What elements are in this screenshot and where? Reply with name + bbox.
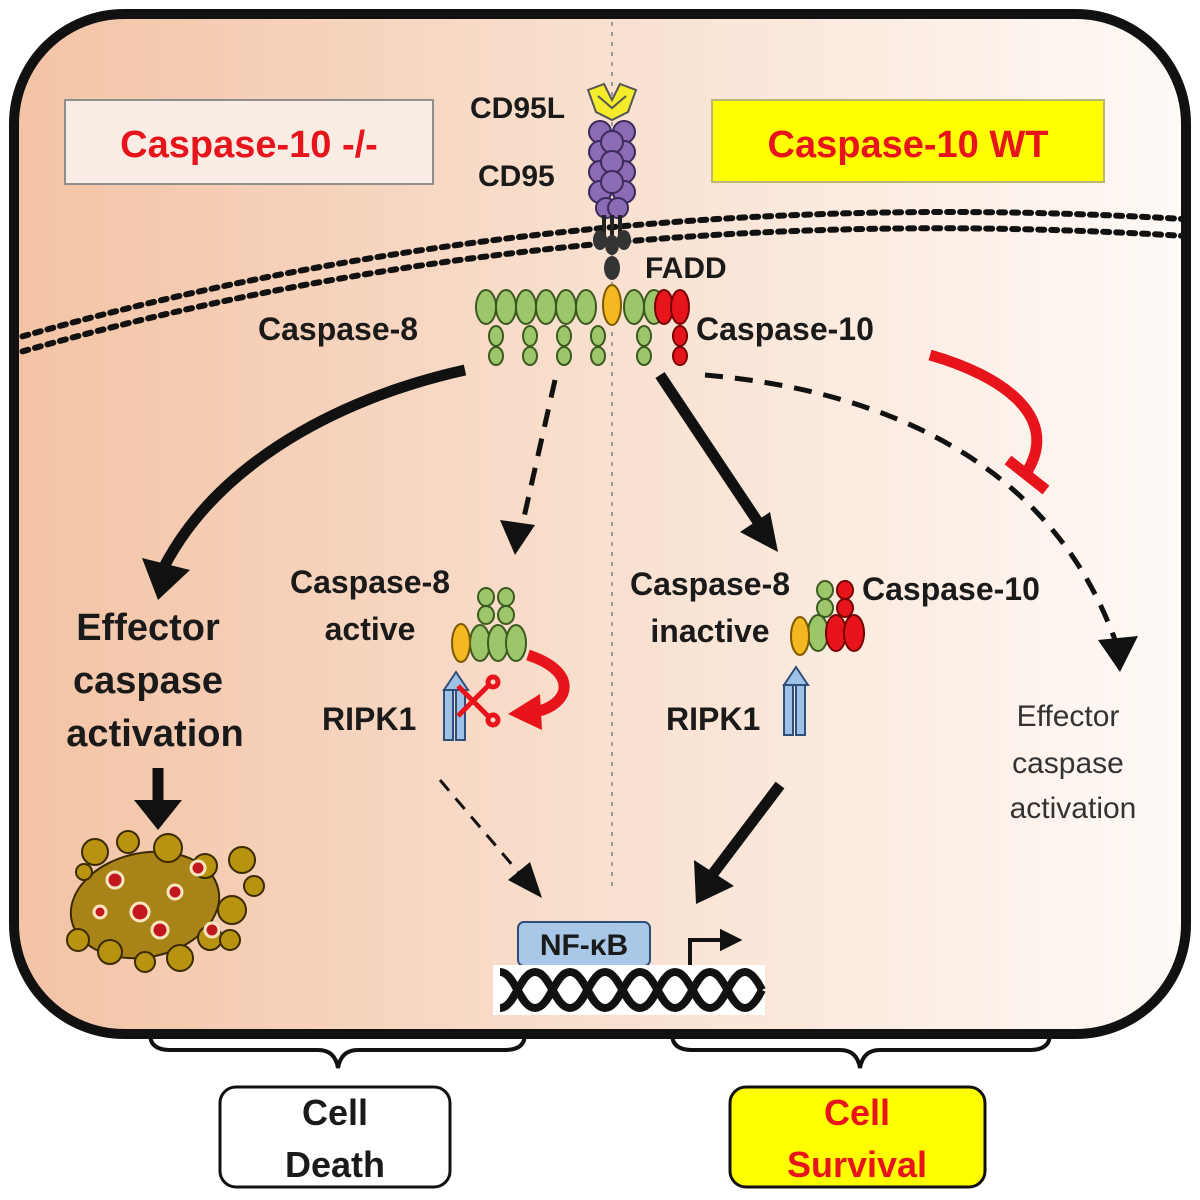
left-effector-line3: activation [66,713,243,755]
cd95l-label: CD95L [470,92,565,125]
arrow-to-effector-left [142,364,467,600]
arrow-to-apoptotic-body [134,768,182,830]
left-panel-title-box: Caspase-10 -/- [64,99,434,185]
right-casp10-label: Caspase-10 [862,571,1040,607]
disc-caspase8-label: Caspase-8 [258,311,418,347]
disc-caspase10-label: Caspase-10 [696,311,874,347]
plasma-membrane [14,209,1186,358]
arrow-to-inactive-casp8 [655,371,778,552]
cd95-label: CD95 [478,160,555,193]
inactive-casp8-complex-shape [782,580,865,736]
right-casp8-line1: Caspase-8 [630,566,790,602]
left-casp8-line1: Caspase-8 [290,564,450,600]
cell-survival-box: Cell Survival [728,1085,987,1189]
left-effector-line2: caspase [73,660,223,702]
cd95l-ligand-shape [586,82,638,122]
right-effector-line2: caspase [1012,747,1124,780]
right-casp8-line2: inactive [650,613,769,649]
left-casp8-line2: active [325,611,416,647]
arrow-to-nfkb-right [694,781,785,904]
nfkb-label: NF-κB [540,929,628,962]
survival-brace [670,1033,1052,1069]
nfkb-box: NF-κB [517,921,651,967]
cell-survival-line2: Survival [787,1144,927,1185]
apoptotic-body-shape [66,830,265,973]
cell-death-line2: Death [285,1144,385,1185]
right-effector-line1: Effector [1017,700,1120,733]
arrow-dashed-to-effector-right [704,372,1138,672]
right-ripk1-label: RIPK1 [666,701,760,737]
cell-survival-line1: Cell [824,1092,890,1133]
dna-helix-shape [493,965,766,1015]
fadd-label: FADD [645,252,727,285]
death-brace [148,1033,527,1069]
left-panel-title: Caspase-10 -/- [120,124,378,166]
disc-complex-shape [475,284,690,366]
cleavage-arrow-red [508,649,570,730]
death-domain-shape [593,230,631,280]
right-panel-title-box: Caspase-10 WT [711,99,1105,183]
inhibition-bar-red [928,349,1050,495]
left-ripk1-label: RIPK1 [322,701,416,737]
arrow-dashed-to-nfkb-left [438,779,542,898]
arrow-dashed-to-active-casp8 [500,379,558,555]
cd95-receptor-shape [588,120,636,219]
cell-death-line1: Cell [302,1092,368,1133]
right-panel-title: Caspase-10 WT [768,124,1049,166]
left-effector-line1: Effector [76,607,220,649]
scissors-icon [456,674,501,728]
right-effector-line3: activation [1010,792,1137,825]
cell-death-box: Cell Death [218,1085,452,1189]
transcription-arrow-icon [688,928,743,965]
